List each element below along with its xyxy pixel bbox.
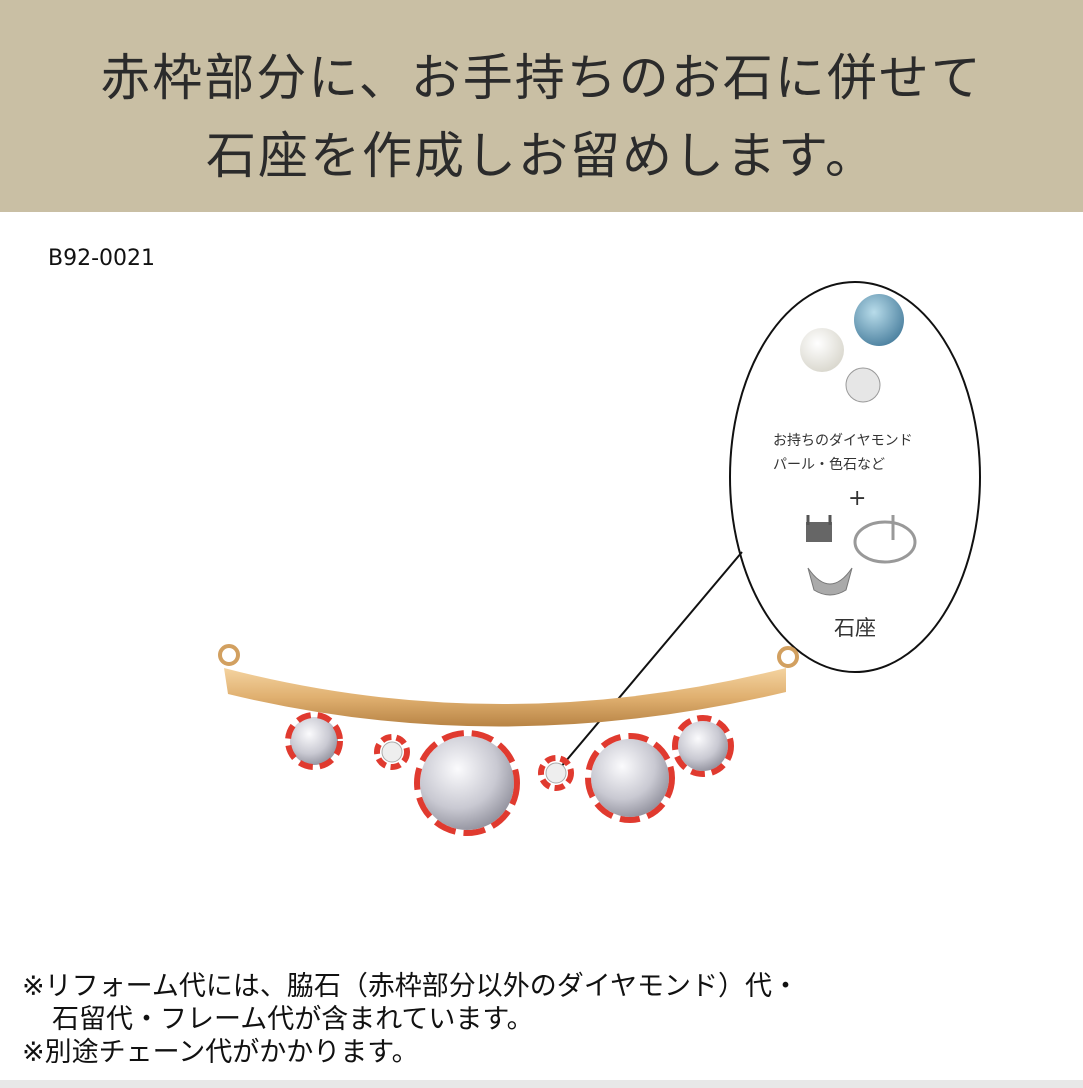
gold-bar — [224, 668, 786, 727]
header-line-2: 石座を作成しお留めします。 — [206, 127, 877, 185]
diamond-1 — [374, 734, 410, 770]
plus-sign: + — [848, 486, 867, 511]
callout-pointer — [559, 551, 743, 769]
left-loop — [218, 644, 240, 666]
callout-oval — [729, 281, 981, 673]
aquamarine-icon — [854, 294, 904, 346]
setting-crown-icon — [807, 567, 853, 596]
notes: ※リフォーム代には、脇石（赤枠部分以外のダイヤモンド）代・ 石留代・フレーム代が… — [22, 970, 799, 1069]
note-line-3: ※別途チェーン代がかかります。 — [22, 1037, 419, 1068]
setting-oval-icon — [853, 515, 917, 564]
product-code: B92-0021 — [48, 246, 156, 271]
right-loop — [777, 646, 799, 668]
pearl-3 — [585, 733, 675, 823]
setting-label: 石座 — [834, 616, 876, 640]
pearl-1 — [285, 712, 343, 770]
header-line-1: 赤枠部分に、お手持ちのお石に併せて — [100, 49, 983, 107]
bottom-divider — [0, 1080, 1083, 1088]
pearl-2 — [414, 730, 520, 836]
note-line-2: 石留代・フレーム代が含まれています。 — [52, 1004, 534, 1035]
diamond-icon — [845, 367, 881, 403]
stones-label-1: お持ちのダイヤモンド — [773, 433, 913, 449]
white-pearl-icon — [800, 328, 844, 372]
diamond-2 — [538, 755, 574, 791]
pearl-4 — [672, 715, 734, 777]
setting-square-icon — [806, 515, 832, 542]
stones-label-2: パール・色石など — [773, 457, 885, 473]
note-line-1: ※リフォーム代には、脇石（赤枠部分以外のダイヤモンド）代・ — [22, 971, 800, 1002]
header-banner: 赤枠部分に、お手持ちのお石に併せて 石座を作成しお留めします。 — [0, 0, 1083, 212]
